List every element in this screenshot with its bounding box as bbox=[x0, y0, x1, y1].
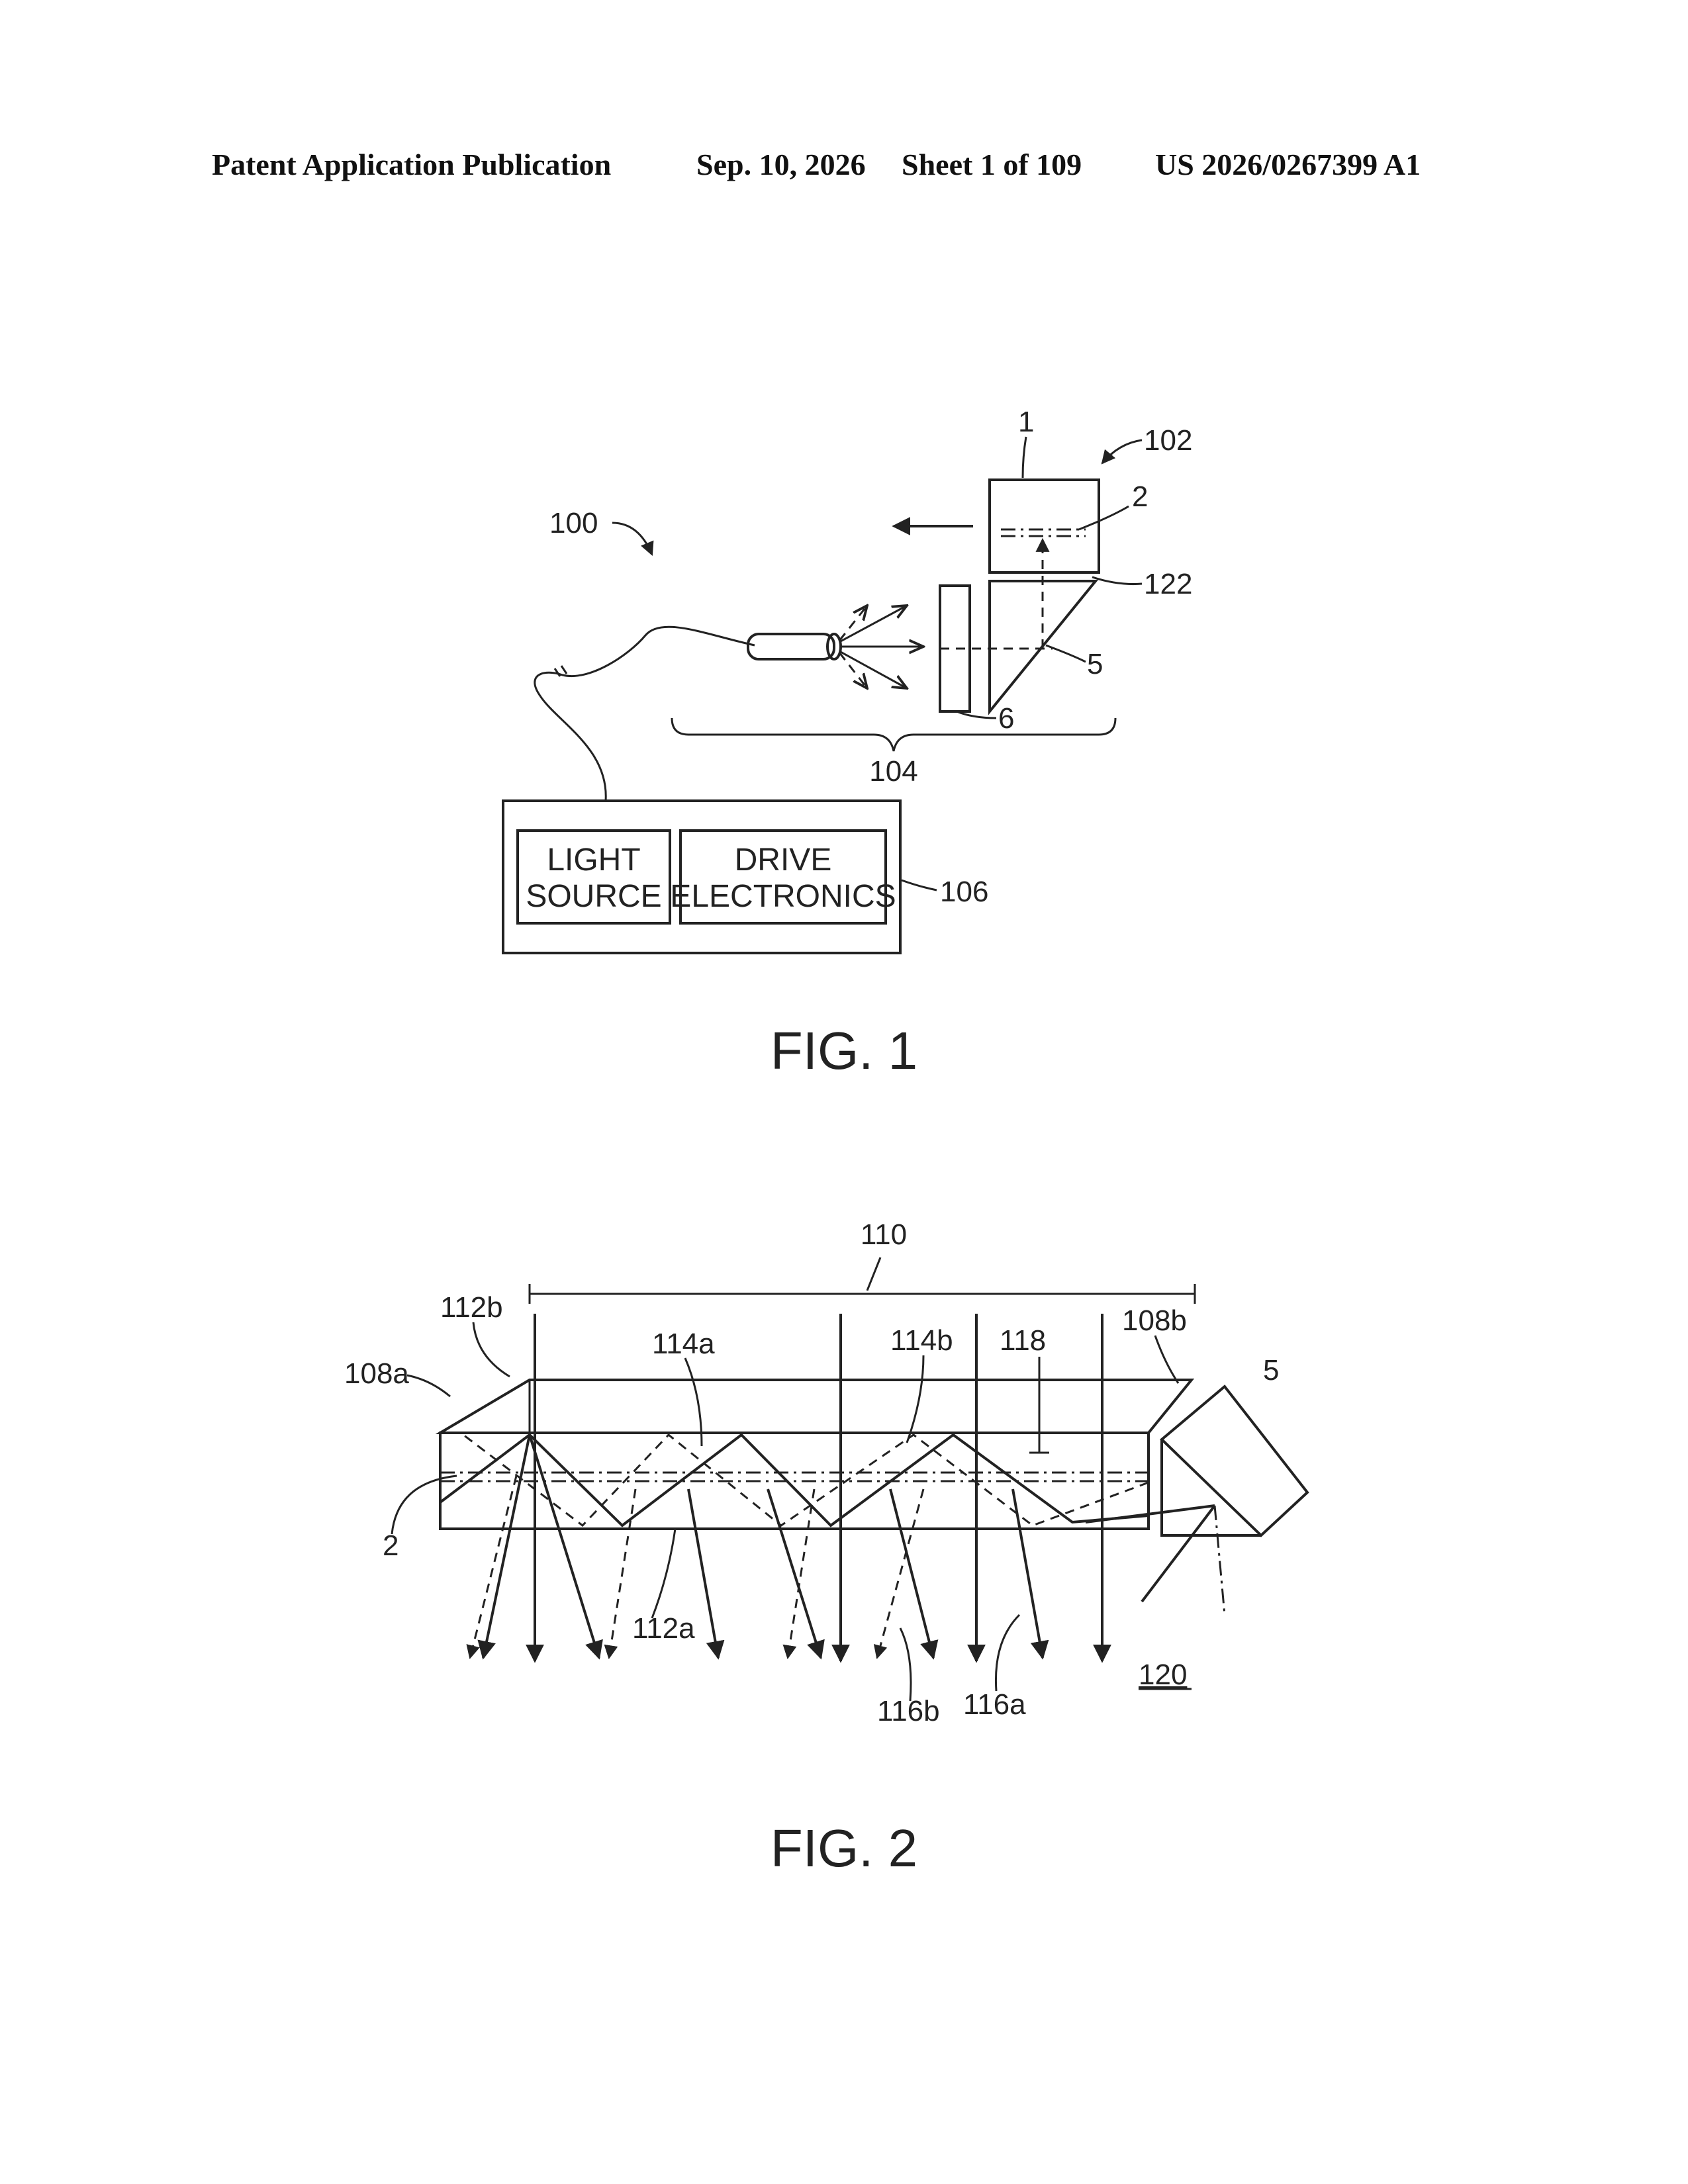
figure-2: 110 5 112b bbox=[344, 1218, 1307, 1878]
leader-2-fig2 bbox=[392, 1476, 457, 1534]
out-ray-5 bbox=[890, 1489, 933, 1658]
leader-5 bbox=[1046, 645, 1086, 662]
leader-116a bbox=[996, 1615, 1019, 1691]
label-2-fig2: 2 bbox=[383, 1529, 399, 1562]
leader-1 bbox=[1023, 437, 1026, 478]
label-1: 1 bbox=[1018, 406, 1034, 438]
emission-ray-2 bbox=[839, 606, 907, 642]
label-114a: 114a bbox=[652, 1328, 715, 1360]
label-6: 6 bbox=[998, 702, 1014, 735]
label-118: 118 bbox=[1000, 1324, 1046, 1357]
label-122: 122 bbox=[1144, 568, 1192, 600]
label-100: 100 bbox=[549, 507, 598, 539]
leader-106 bbox=[902, 880, 937, 890]
label-110: 110 bbox=[861, 1218, 907, 1251]
leader-112a bbox=[652, 1529, 675, 1618]
fiber-tip bbox=[748, 634, 834, 659]
out-ray-dash-1 bbox=[470, 1476, 516, 1658]
label-116b: 116b bbox=[877, 1695, 940, 1727]
label-108a: 108a bbox=[344, 1357, 409, 1390]
slab-top-face bbox=[440, 1380, 1192, 1433]
label-120: 120 bbox=[1139, 1659, 1187, 1691]
out-ray-dash-3 bbox=[788, 1489, 814, 1658]
label-108b: 108b bbox=[1122, 1304, 1187, 1337]
label-112a: 112a bbox=[632, 1612, 695, 1645]
drive-electronics-text-1: DRIVE bbox=[735, 842, 832, 878]
leader-112b bbox=[473, 1322, 510, 1377]
figure-1: LIGHT SOURCE DRIVE ELECTRONICS 106 6 5 bbox=[503, 406, 1192, 1080]
label-5: 5 bbox=[1087, 648, 1103, 680]
leader-2 bbox=[1079, 506, 1129, 529]
leader-102 bbox=[1102, 440, 1142, 463]
leader-100 bbox=[612, 523, 652, 555]
label-112b: 112b bbox=[440, 1291, 503, 1324]
drive-electronics-text-2: ELECTRONICS bbox=[670, 879, 896, 914]
prism-incoming-ray-2 bbox=[1086, 1506, 1215, 1522]
emission-ray-3 bbox=[839, 651, 907, 688]
leader-114b bbox=[907, 1355, 923, 1443]
out-ray-dash-2 bbox=[609, 1489, 635, 1658]
out-ray-dash-4 bbox=[877, 1489, 923, 1658]
fiber-cable bbox=[535, 627, 755, 801]
label-116a: 116a bbox=[963, 1688, 1026, 1721]
label-2: 2 bbox=[1132, 480, 1148, 513]
waveguide-1 bbox=[990, 480, 1099, 572]
label-106: 106 bbox=[940, 876, 988, 908]
prism-incoming-dashed bbox=[1215, 1506, 1225, 1615]
brace-104 bbox=[672, 718, 1115, 751]
out-ray-4 bbox=[768, 1489, 821, 1658]
out-ray-6 bbox=[1013, 1489, 1043, 1658]
leader-122 bbox=[1092, 577, 1142, 584]
label-114b: 114b bbox=[890, 1324, 953, 1357]
prism-5-fig2 bbox=[1162, 1387, 1307, 1535]
label-102: 102 bbox=[1144, 424, 1192, 457]
prism-incoming-ray bbox=[1142, 1506, 1215, 1602]
fig2-caption: FIG. 2 bbox=[771, 1819, 917, 1878]
label-104: 104 bbox=[869, 755, 917, 788]
label-5-fig2: 5 bbox=[1263, 1354, 1279, 1387]
light-source-text-1: LIGHT bbox=[547, 842, 640, 878]
leader-108a bbox=[407, 1375, 450, 1396]
leader-108b bbox=[1155, 1336, 1178, 1383]
light-source-text-2: SOURCE bbox=[526, 879, 661, 914]
leader-116b bbox=[900, 1628, 911, 1701]
leader-110 bbox=[867, 1257, 880, 1291]
fig1-caption: FIG. 1 bbox=[771, 1021, 917, 1080]
